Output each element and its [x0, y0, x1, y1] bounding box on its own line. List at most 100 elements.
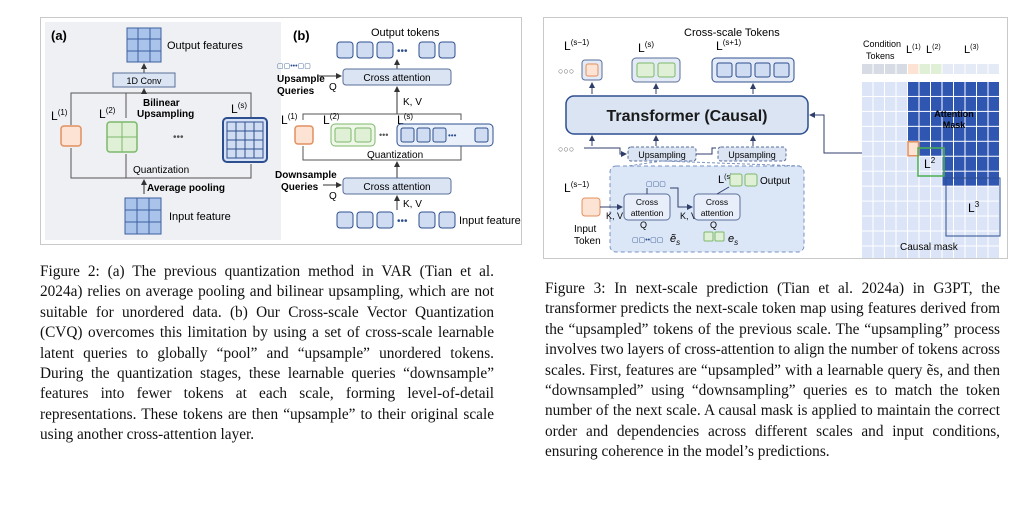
panel-a-tag: (a)	[51, 28, 67, 43]
upsample-query-icons: ▢▢•••▢▢	[277, 63, 311, 70]
panel-a: (a) Output features 1D Conv Bilinear Ups…	[45, 22, 281, 240]
mask-cell	[954, 246, 965, 261]
output-features-label: Output features	[167, 40, 243, 52]
mask-cell	[862, 231, 873, 246]
mask-cell	[942, 186, 953, 201]
a-l2-token	[106, 121, 138, 153]
b-ls-label: L(s)	[397, 112, 413, 127]
mask-cell	[977, 171, 988, 186]
upsample-path	[70, 92, 252, 125]
mask-cell	[977, 231, 988, 246]
panel-b-tag: (b)	[293, 28, 310, 43]
input-token	[581, 197, 601, 217]
downsample-label-1: Downsample	[275, 170, 337, 181]
mask-cell	[873, 141, 884, 156]
mask-header-cell	[873, 64, 884, 74]
mask-cell	[919, 186, 930, 201]
mask-cell	[942, 82, 953, 96]
inner-ls-label: L(s)	[718, 174, 732, 186]
mask-cell	[977, 156, 988, 171]
cross-attn-1-label-a: Cross	[636, 197, 658, 207]
mask-cell	[896, 126, 907, 141]
mask-cell	[965, 141, 976, 156]
mask-cell	[885, 201, 896, 216]
mask-cell	[965, 246, 976, 261]
a-dots: •••	[173, 132, 184, 143]
mask-cell	[954, 216, 965, 231]
mask-cell	[908, 186, 919, 201]
figure-3-caption-text: Figure 3: In next-scale prediction (Tian…	[545, 280, 1000, 461]
mask-cell	[862, 96, 873, 111]
mask-cell	[977, 186, 988, 201]
mask-cell	[977, 96, 988, 111]
mask-cell	[885, 111, 896, 126]
mask-cell	[896, 231, 907, 246]
mask-cell	[908, 171, 919, 186]
mask-cell	[908, 231, 919, 246]
mask-l3-box	[945, 177, 1001, 237]
svg-text:•••: •••	[379, 130, 388, 140]
mask-cell	[942, 156, 953, 171]
mask-header-cell	[885, 64, 896, 74]
mask-cell	[873, 186, 884, 201]
mask-cell	[896, 171, 907, 186]
mask-cell	[862, 171, 873, 186]
mask-cell	[965, 82, 976, 96]
mask-header-cell	[908, 64, 919, 74]
figure-2: (a) Output features 1D Conv Bilinear Ups…	[40, 17, 522, 245]
mask-cell	[873, 82, 884, 96]
mask-cell	[942, 201, 953, 216]
mask-cell	[919, 246, 930, 261]
mask-header-cell	[919, 64, 930, 74]
mask-cell	[965, 201, 976, 216]
mask-cell	[988, 126, 999, 141]
mask-cell	[931, 246, 942, 261]
mask-cell	[954, 171, 965, 186]
top-lsp1-token	[711, 57, 795, 83]
mask-cell	[931, 216, 942, 231]
mask-cell	[954, 111, 965, 126]
b-l2-label: L(2)	[323, 112, 340, 127]
mask-cell	[873, 216, 884, 231]
mask-cell	[988, 246, 999, 261]
output-tokens-label: Output tokens	[371, 27, 440, 39]
mask-cell	[988, 111, 999, 126]
upsample-label-2: Queries	[277, 86, 315, 97]
mask-cell	[908, 201, 919, 216]
panel-b: (b) Output tokens ••• ▢▢•••▢▢ Upsample Q…	[275, 27, 521, 229]
mask-cell	[965, 156, 976, 171]
mask-cell	[931, 171, 942, 186]
svg-text:•••: •••	[397, 46, 408, 57]
mask-cell	[942, 231, 953, 246]
figure-2-caption-text: Figure 2: (a) The previous quantization …	[40, 263, 494, 444]
mask-cell	[896, 141, 907, 156]
mask-cell	[988, 231, 999, 246]
mask-cell	[954, 126, 965, 141]
condition-label-1: Condition	[863, 39, 901, 49]
mask-l2-box	[917, 147, 945, 177]
cross-attn-1-label-b: attention	[631, 208, 664, 218]
mask-cell	[931, 126, 942, 141]
a-ls-token	[222, 117, 268, 163]
mask-cell	[862, 156, 873, 171]
mask-cell	[885, 186, 896, 201]
cross-attn-top-box	[342, 68, 452, 86]
output-features-grid	[126, 27, 162, 63]
input-l-label: L(s−1)	[564, 180, 589, 195]
bilinear-label-2: Upsampling	[137, 109, 194, 120]
mask-cell	[908, 82, 919, 96]
mask-header-cell	[896, 64, 907, 74]
a-l1-token	[60, 125, 82, 147]
mask-cell	[988, 96, 999, 111]
b-ls-token: •••	[396, 123, 494, 147]
mask-cell	[954, 96, 965, 111]
mask-cell	[896, 156, 907, 171]
avg-pool-label: Average pooling	[147, 183, 225, 194]
b-quantization-label: Quantization	[367, 150, 423, 161]
mask-cell	[965, 216, 976, 231]
mask-cell	[931, 82, 942, 96]
mask-cell	[942, 141, 953, 156]
mask-cell	[942, 171, 953, 186]
mask-cell	[965, 231, 976, 246]
mask-cell	[862, 111, 873, 126]
